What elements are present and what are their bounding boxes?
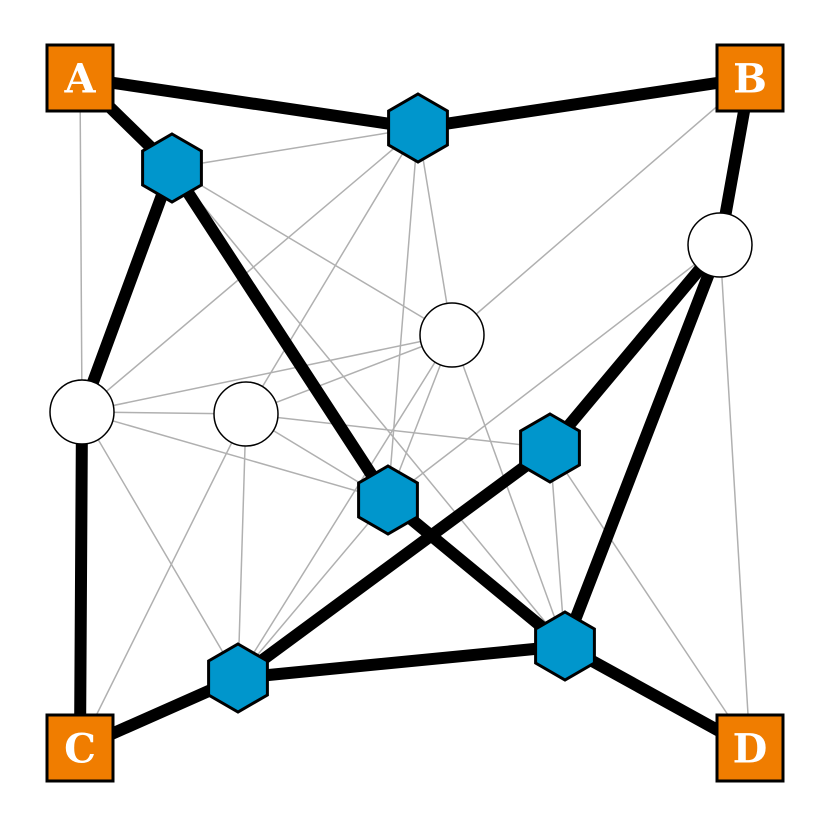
thick-edge-O4-H6	[559, 239, 726, 652]
thick-edge-O1-C	[74, 406, 88, 754]
thin-edge-H1-O1	[81, 127, 419, 413]
thin-edge-H1-H2	[171, 127, 419, 169]
thin-edge-C-O2	[79, 413, 247, 749]
tree-edges	[74, 72, 756, 754]
steiner-hexagon-node	[387, 92, 449, 164]
unused-circle-node	[687, 212, 753, 278]
unused-circle-node	[49, 379, 115, 445]
thick-edge-H1-B	[412, 72, 756, 134]
thin-edge-H3-H5	[237, 499, 389, 679]
thin-edge-H4-D	[549, 447, 751, 749]
thin-edge-O4-H3	[387, 244, 721, 501]
thick-edge-H5-H6	[232, 640, 571, 684]
unused-circle-node	[419, 302, 485, 368]
thick-edge-H2-O1	[76, 162, 178, 418]
terminal-square	[715, 43, 785, 113]
thin-edge-A-O1	[79, 77, 83, 413]
thick-edge-H3-H6	[382, 494, 571, 652]
thin-edge-H1-O3	[417, 127, 453, 336]
terminal-label: B	[733, 56, 767, 103]
terminal-node-c: C	[45, 713, 115, 783]
thin-edge-H2-H6	[171, 167, 566, 647]
thin-edge-O1-H3	[81, 411, 389, 501]
thin-edge-O4-D	[719, 244, 751, 749]
steiner-hexagon-node	[207, 642, 269, 714]
terminal-square	[45, 43, 115, 113]
unused-circle-node	[213, 381, 279, 447]
thin-edge-O2-O3	[245, 334, 453, 415]
terminal-label: C	[64, 726, 96, 773]
thin-edge-O2-H4	[245, 413, 551, 449]
steiner-hexagon-node	[357, 464, 419, 536]
terminal-square	[45, 713, 115, 783]
thick-edge-H4-H5	[232, 442, 556, 684]
thin-edge-O3-H6	[451, 334, 566, 647]
steiner-hexagon-node	[519, 412, 581, 484]
thin-edge-H1-O2	[245, 127, 419, 415]
terminal-node-a: A	[45, 43, 115, 113]
terminal-node-d: D	[715, 713, 785, 783]
thin-edge-H2-O3	[171, 167, 453, 336]
thin-edge-H1-H3	[387, 127, 419, 501]
thin-edge-O3-H5	[237, 334, 453, 679]
thick-edge-A-H1	[74, 72, 424, 134]
terminal-square	[715, 713, 785, 783]
thin-edge-O1-O3	[81, 334, 453, 413]
terminal-node-b: B	[715, 43, 785, 113]
steiner-hexagon-node	[141, 132, 203, 204]
thin-edge-O1-H5	[81, 411, 239, 679]
terminal-label: D	[733, 726, 768, 773]
thick-edge-O4-H4	[544, 239, 726, 454]
steiner-hexagon-node	[534, 610, 596, 682]
graph-nodes: A B C D	[45, 43, 785, 783]
thin-edge-B-O3	[451, 77, 751, 336]
thin-edge-O2-H5	[237, 413, 247, 679]
terminal-label: A	[63, 56, 96, 103]
thick-edge-H2-H3	[166, 162, 394, 506]
